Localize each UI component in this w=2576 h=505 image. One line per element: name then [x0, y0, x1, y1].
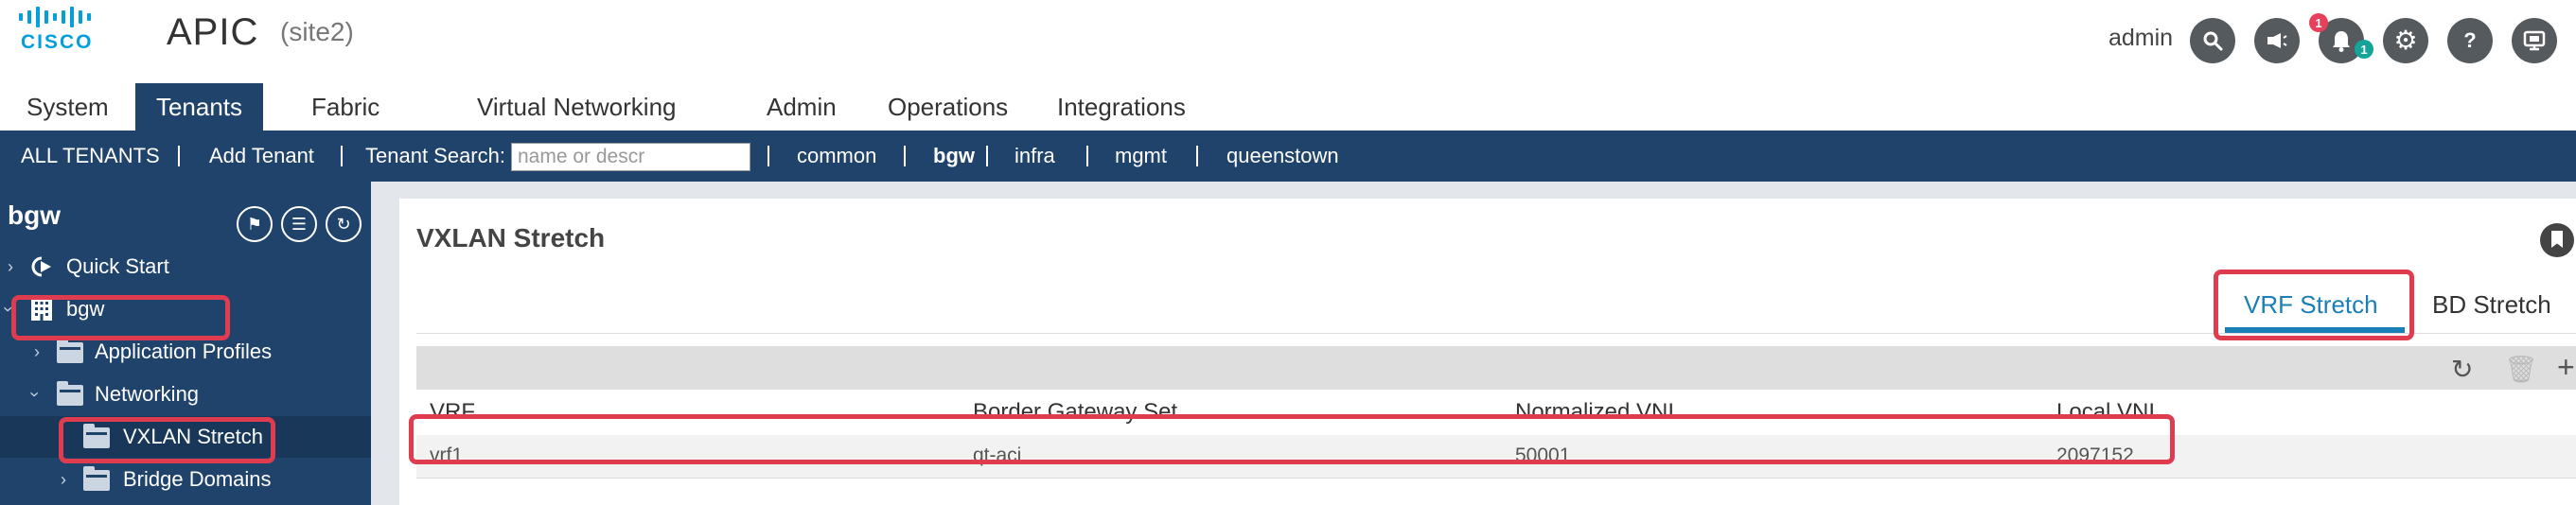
tree-node-quick-start[interactable]: › Quick Start — [8, 246, 367, 287]
tree-node-bridge-domains[interactable]: › Bridge Domains — [61, 459, 367, 500]
chevron-right-icon: › — [34, 342, 40, 361]
tenant-link-mgmt[interactable]: mgmt — [1115, 144, 1167, 167]
tree-node-label: Bridge Domains — [123, 467, 272, 491]
cisco-logo-word: CISCO — [21, 31, 94, 53]
tab-vrf-stretch[interactable]: VRF Stretch — [2244, 290, 2378, 319]
folder-icon — [57, 381, 83, 406]
tree-pin-button[interactable]: ⚑ — [237, 206, 273, 242]
subnav-divider — [178, 146, 180, 166]
list-icon: ☰ — [291, 214, 308, 234]
folder-icon — [83, 466, 110, 491]
panel-splitter[interactable] — [371, 182, 399, 505]
alert-count-badge: 1 — [2309, 13, 2328, 32]
search-button[interactable] — [2190, 18, 2235, 63]
main-nav: System Tenants Fabric Virtual Networking… — [0, 83, 2576, 131]
user-menu[interactable]: admin — [2108, 25, 2174, 51]
tree-node-application-profiles[interactable]: › Application Profiles — [34, 331, 367, 373]
tab-divider — [416, 333, 2576, 334]
tab-bd-stretch[interactable]: BD Stretch — [2432, 290, 2551, 319]
tenant-link-queenstown[interactable]: queenstown — [1226, 144, 1339, 167]
table-toolbar: ↻ 🗑 + — [416, 346, 2576, 390]
app-header: CISCO APIC (site2) admin 1 1 ⚙ ? — [0, 0, 2576, 83]
chevron-down-icon: › — [26, 392, 44, 397]
app-title: APIC — [167, 11, 259, 53]
folder-icon — [83, 424, 110, 448]
tree-node-label: Networking — [95, 382, 200, 406]
tree-refresh-button[interactable]: ↻ — [326, 206, 362, 242]
cell-normalized-vni: 50001 — [1515, 444, 1571, 466]
tab-system[interactable]: System — [26, 93, 109, 121]
bell-icon — [2333, 31, 2350, 52]
tab-tenants[interactable]: Tenants — [135, 83, 263, 131]
tab-admin[interactable]: Admin — [767, 93, 837, 121]
tree-node-label: Quick Start — [66, 254, 169, 278]
quick-start-icon — [31, 256, 51, 277]
column-header-normalized-vni[interactable]: Normalized VNI — [1515, 399, 1675, 425]
tab-fabric[interactable]: Fabric — [311, 93, 380, 121]
column-header-vrf[interactable]: VRF — [430, 399, 475, 425]
subnav-divider — [341, 146, 343, 166]
subnav-divider — [1086, 146, 1088, 166]
refresh-icon[interactable]: ↻ — [2451, 355, 2474, 384]
work-pane: VXLAN Stretch VRF Stretch BD Stretch ↻ 🗑… — [399, 182, 2576, 505]
cell-local-vni: 2097152 — [2056, 444, 2134, 466]
subnav-divider — [986, 146, 988, 166]
table-header: VRF Border Gateway Set Normalized VNI Lo… — [416, 392, 2576, 433]
flag-icon: ⚑ — [246, 214, 263, 234]
search-icon — [2203, 31, 2223, 51]
tree-node-label: Application Profiles — [95, 340, 273, 363]
table-row[interactable]: vrf1 qt-aci 50001 2097152 — [416, 435, 2576, 479]
column-header-border-gateway-set[interactable]: Border Gateway Set — [973, 399, 1178, 425]
help-button[interactable]: ? — [2447, 18, 2493, 63]
announcements-button[interactable] — [2254, 18, 2300, 63]
cisco-logo-bars — [17, 6, 108, 28]
screen-button[interactable] — [2512, 18, 2557, 63]
tree-node-networking[interactable]: › Networking — [26, 374, 367, 415]
subnav-divider — [768, 146, 769, 166]
tenant-subnav: ALL TENANTS Add Tenant Tenant Search: co… — [0, 131, 2576, 182]
tree-node-label: bgw — [66, 297, 105, 321]
megaphone-icon — [2267, 33, 2287, 48]
cell-vrf: vrf1 — [430, 444, 464, 466]
folder-icon — [57, 339, 83, 363]
active-tab-indicator — [2225, 327, 2405, 333]
tenant-link-bgw[interactable]: bgw — [933, 144, 975, 167]
bookmark-icon[interactable] — [2540, 223, 2574, 257]
tab-integrations[interactable]: Integrations — [1057, 93, 1186, 121]
navigation-tree: bgw ⚑ ☰ ↻ › Quick Start › bgw › — [0, 182, 371, 505]
add-tenant-link[interactable]: Add Tenant — [209, 144, 314, 167]
chevron-right-icon: › — [8, 257, 13, 276]
cisco-logo[interactable]: CISCO — [17, 6, 108, 55]
all-tenants-link[interactable]: ALL TENANTS — [21, 144, 160, 167]
chevron-right-icon: › — [61, 470, 66, 489]
screen-icon — [2523, 30, 2546, 51]
tree-node-vxlan-stretch[interactable]: VXLAN Stretch — [61, 416, 367, 458]
add-icon[interactable]: + — [2557, 350, 2575, 384]
tenant-link-common[interactable]: common — [797, 144, 877, 167]
chevron-down-icon: › — [0, 306, 18, 312]
subnav-divider — [1196, 146, 1198, 166]
page-title: VXLAN Stretch — [416, 223, 606, 252]
tenant-search-input[interactable] — [511, 143, 750, 171]
settings-button[interactable]: ⚙ — [2383, 18, 2428, 63]
help-icon: ? — [2463, 28, 2477, 52]
gear-icon: ⚙ — [2393, 26, 2418, 55]
tree-title: bgw — [8, 200, 61, 230]
site-label: (site2) — [280, 17, 354, 46]
refresh-icon: ↻ — [336, 214, 351, 234]
tab-virtual-networking[interactable]: Virtual Networking — [477, 93, 677, 121]
cell-border-gateway-set: qt-aci — [973, 444, 1022, 466]
tree-list-button[interactable]: ☰ — [281, 206, 317, 242]
tab-operations[interactable]: Operations — [888, 93, 1009, 121]
column-header-local-vni[interactable]: Local VNI — [2056, 399, 2156, 425]
tenant-building-icon — [31, 298, 52, 321]
info-count-badge: 1 — [2355, 40, 2373, 59]
tree-node-label: VXLAN Stretch — [123, 425, 263, 448]
tenant-search-label: Tenant Search: — [365, 144, 505, 167]
tree-node-tenant-bgw[interactable]: › bgw — [0, 288, 367, 330]
delete-icon[interactable]: 🗑 — [2504, 355, 2538, 384]
subnav-divider — [904, 146, 906, 166]
tenant-link-infra[interactable]: infra — [1015, 144, 1055, 167]
